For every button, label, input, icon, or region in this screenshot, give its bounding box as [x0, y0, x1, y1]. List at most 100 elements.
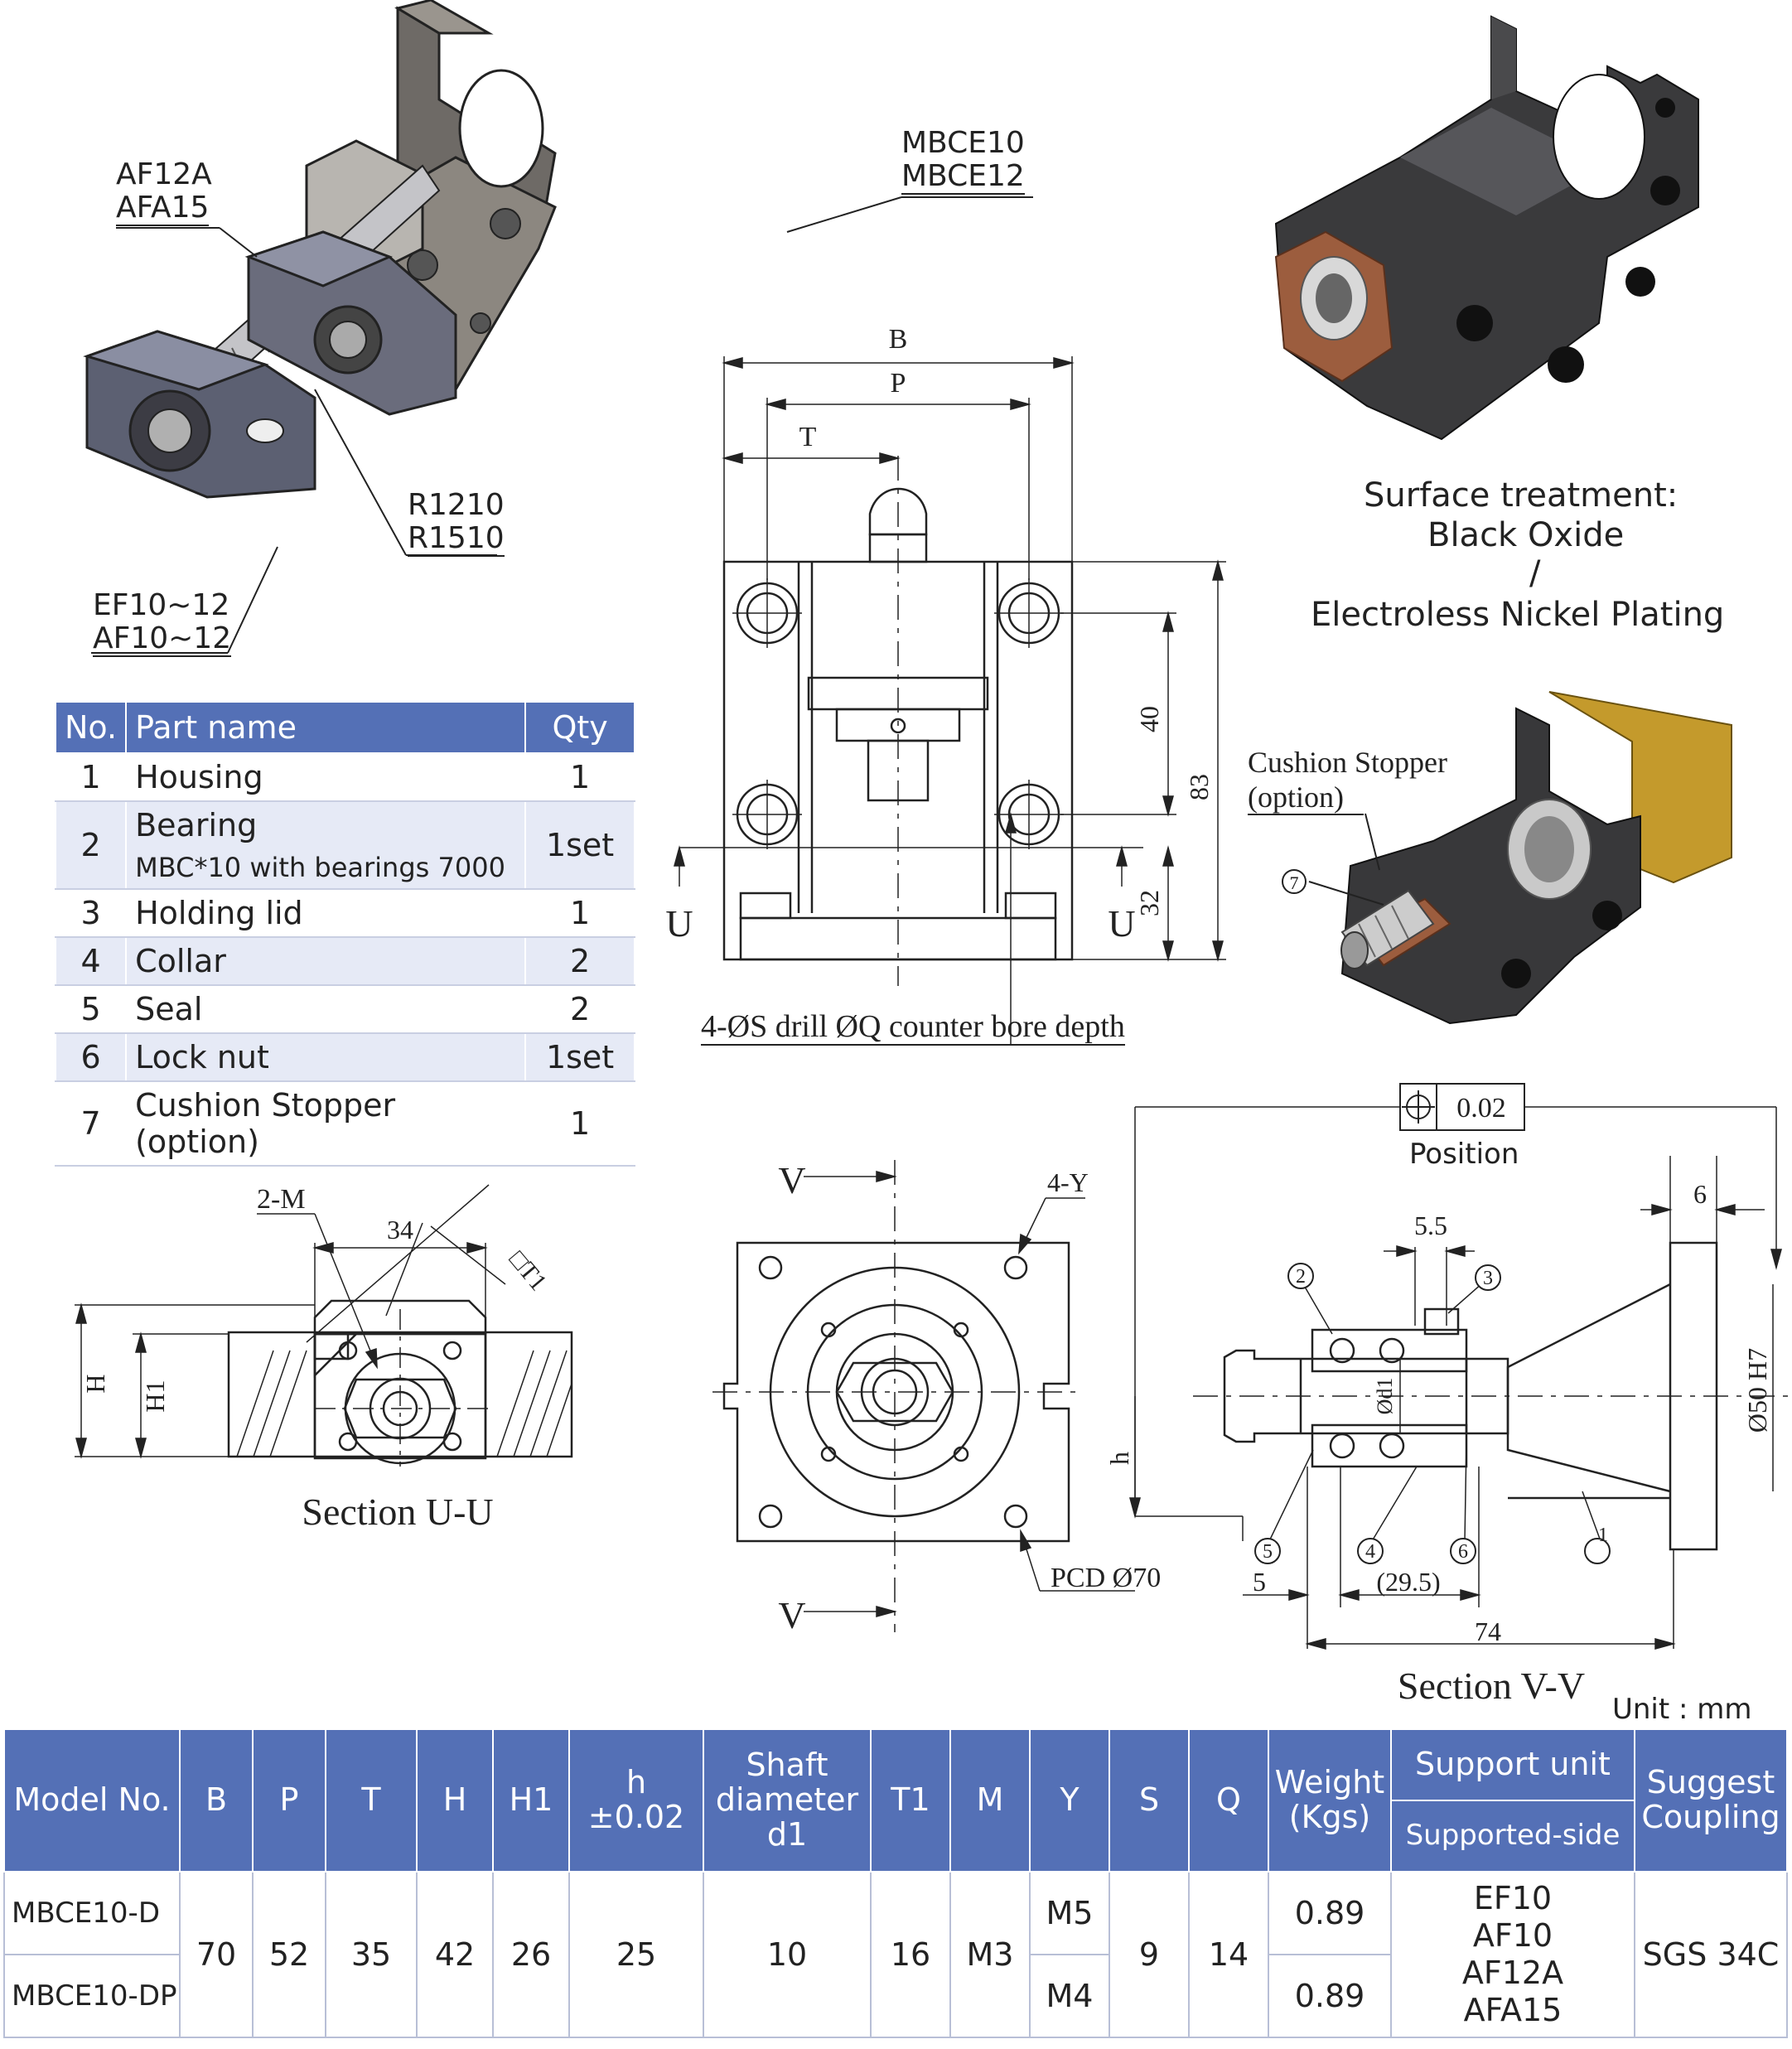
section-mark-u-right: U [1108, 902, 1135, 945]
callout-afa15: AFA15 [116, 191, 210, 226]
spec-weight: 0.89 [1268, 1954, 1392, 2038]
section-uu-title: Section U-U [302, 1491, 493, 1533]
table-row: 3 Holding lid 1 [54, 888, 636, 938]
cushion-stopper-option: (option) [1248, 782, 1364, 815]
balloon-4: 4 [1365, 1541, 1375, 1563]
part-no: 7 [54, 1080, 128, 1167]
dim-6: 6 [1693, 1179, 1707, 1209]
spec-header-y: Y [1029, 1728, 1110, 1873]
part-qty: 2 [524, 936, 636, 986]
dim-29-5: (29.5) [1376, 1567, 1440, 1597]
table-row: MBCE10-D 70 52 35 42 26 25 10 16 M3 M5 9… [3, 1871, 1788, 2038]
dim-83: 83 [1184, 774, 1214, 800]
table-row: MBCE10-DP M4 0.89 [3, 1954, 1787, 2038]
callout-ef10-12: EF10~12 [93, 588, 230, 622]
part-qty: 1set [524, 800, 636, 890]
spec-h-tol: 25 [568, 1871, 704, 2038]
dim-P: P [891, 368, 906, 399]
support-block-middle [244, 230, 457, 416]
part-no: 3 [54, 888, 128, 938]
balloon-5: 5 [1263, 1541, 1273, 1563]
spec-header-support: Support unit [1390, 1728, 1635, 1801]
spec-header-s: S [1109, 1728, 1190, 1873]
spec-header-h-line1: h [626, 1764, 647, 1801]
section-mark-u-left: U [665, 902, 693, 945]
part-name: Collar [125, 936, 527, 986]
section-uu-drawing: 2-M 34 □T1 H H1 Section U-U [75, 1184, 573, 1533]
dim-74: 74 [1475, 1616, 1501, 1646]
part-qty: 1set [524, 1032, 636, 1082]
section-vv-title: Section V-V [1398, 1665, 1585, 1707]
support-block-front [83, 330, 316, 499]
spec-header-h-line2: ±0.02 [587, 1799, 685, 1835]
position-label: Position [1409, 1138, 1519, 1171]
part-qty: 1 [524, 888, 636, 938]
spec-p: 52 [252, 1871, 326, 2038]
spec-header-shaft-line1: Shaft [746, 1747, 828, 1784]
section-vv-drawing: 0.02 1 2 3 4 5 6 6 5.5 Ø50 H7 Ød1 h 5 (2… [1104, 1083, 1792, 1707]
spec-s: 9 [1109, 1871, 1190, 2038]
part-name: Holding lid [125, 888, 527, 938]
surface-nickel-plating: Electroless Nickel Plating [1311, 596, 1725, 634]
balloon-3: 3 [1483, 1268, 1493, 1289]
drill-note: 4-ØS drill ØQ counter bore depth [701, 1009, 1125, 1046]
parts-header-no: No. [54, 701, 128, 754]
exploded-callout-lines [91, 196, 1033, 654]
parts-table: No. Part name Qty 1 Housing 1 2 Bearing … [54, 701, 636, 1167]
support-unit-afa15: AFA15 [1463, 1991, 1563, 2028]
callout-af12a: AF12A [116, 157, 212, 191]
black-oxide-render [1274, 15, 1699, 441]
part-qty: 1 [524, 1080, 636, 1167]
dim-T: T [799, 422, 817, 452]
dim-32: 32 [1134, 890, 1164, 916]
position-tolerance: 0.02 [1456, 1093, 1506, 1124]
dim-4-y: 4-Y [1047, 1167, 1089, 1197]
spec-header-supported: Supported-side [1390, 1800, 1635, 1873]
spec-header-shaft-line3: d1 [766, 1815, 808, 1853]
dim-40: 40 [1134, 706, 1164, 732]
front-view-drawing: B P T 40 83 32 U U [665, 324, 1226, 1044]
part-no: 6 [54, 1032, 128, 1082]
spec-support-units: EF10 AF10 AF12A AFA15 [1390, 1871, 1635, 2038]
part-no: 4 [54, 936, 128, 986]
spec-t1: 16 [870, 1871, 951, 2038]
spec-model: MBCE10-DP [3, 1954, 181, 2038]
callout-r1210: R1210 [408, 488, 505, 522]
spec-header-model: Model No. [3, 1728, 181, 1873]
back-view-drawing: V V 4-Y PCD Ø70 [712, 1159, 1161, 1636]
dim-H1: H1 [140, 1380, 170, 1412]
balloon-2: 2 [1296, 1266, 1306, 1288]
dim-5: 5 [1253, 1567, 1266, 1597]
spec-header-m: M [949, 1728, 1031, 1873]
dim-34: 34 [387, 1215, 413, 1244]
dim-B: B [889, 324, 908, 355]
dim-H: H [80, 1374, 110, 1393]
part-qty: 2 [524, 984, 636, 1034]
spec-d1: 10 [703, 1871, 872, 2038]
callout-mbce12: MBCE12 [901, 159, 1025, 195]
support-unit-ef10: EF10 [1473, 1880, 1553, 1917]
section-mark-v-bottom: V [778, 1594, 805, 1636]
spec-header-b: B [179, 1728, 254, 1873]
surface-black-oxide: Black Oxide [1427, 516, 1625, 554]
support-unit-af12a: AF12A [1461, 1955, 1564, 1991]
table-row: 4 Collar 2 [54, 936, 636, 986]
table-row: 2 Bearing MBC*10 with bearings 7000 1set [54, 800, 636, 890]
part-name: Cushion Stopper (option) [125, 1080, 527, 1167]
spec-header-q: Q [1188, 1728, 1269, 1873]
part-sub-description: MBC*10 with bearings 7000 [135, 852, 505, 883]
balloon-1: 1 [1598, 1525, 1608, 1546]
spec-weight: 0.89 [1268, 1871, 1392, 1955]
table-row: 5 Seal 2 [54, 984, 636, 1034]
callout-r1510: R1510 [408, 521, 505, 557]
spec-header-coupling-line2: Coupling [1641, 1799, 1780, 1835]
spec-header-shaft-line2: diameter [715, 1781, 859, 1819]
spec-header-h-tol: h±0.02 [568, 1728, 704, 1873]
dim-t1: □T1 [504, 1246, 552, 1297]
spec-header-h: H [416, 1728, 494, 1873]
spec-header-t: T [325, 1728, 418, 1873]
spec-m: M3 [949, 1871, 1031, 2038]
